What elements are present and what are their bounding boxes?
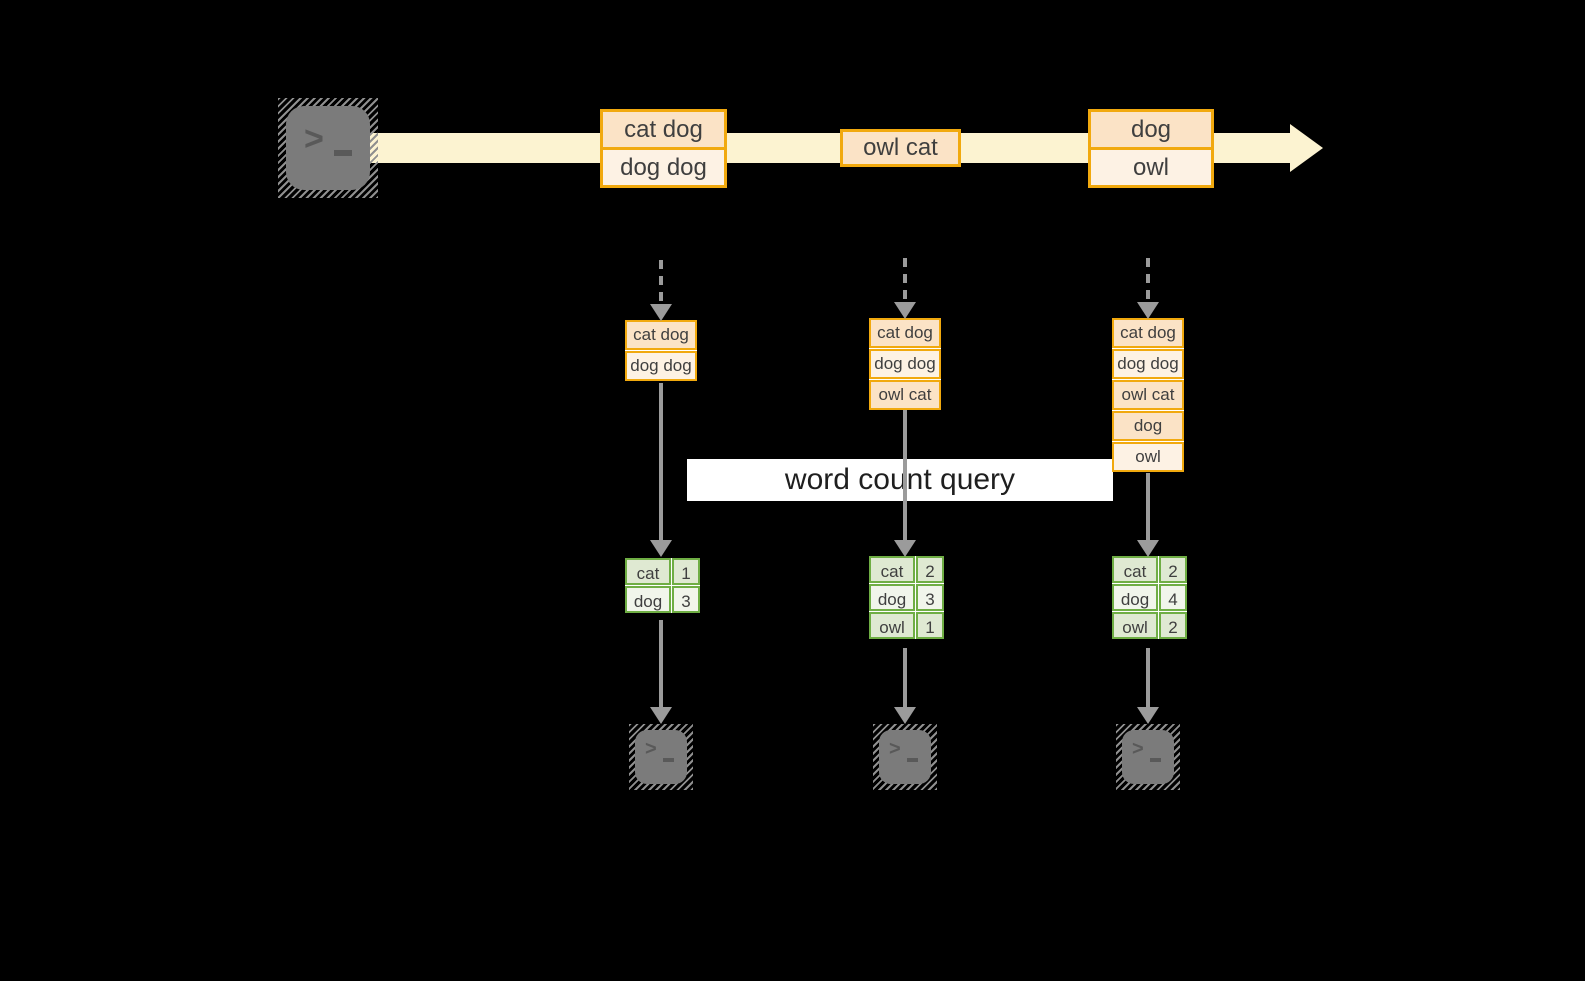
terminal-cursor-icon (1150, 758, 1161, 762)
stack-message: owl cat (869, 380, 941, 410)
stack-message: cat dog (1112, 318, 1184, 348)
word-cell: cat (625, 558, 671, 585)
word-cell: dog (1112, 584, 1158, 611)
output-arrow-col2 (903, 648, 907, 707)
output-arrowhead-col3 (1137, 707, 1159, 724)
word-cell: owl (869, 612, 915, 639)
count-cell: 3 (916, 584, 944, 611)
terminal-cursor-icon (334, 150, 352, 156)
message: dog (1091, 112, 1211, 147)
timeline-batch-2: owl cat (840, 129, 961, 167)
table-row: dog 4 (1112, 584, 1187, 611)
count-table-col2: cat 2 dog 3 owl 1 (869, 556, 944, 639)
terminal-cursor-icon (907, 758, 918, 762)
message-stack-col1: cat dog dog dog (625, 320, 697, 381)
message-stack-col2: cat dog dog dog owl cat (869, 318, 941, 410)
ingest-arrow-col3 (1146, 258, 1150, 302)
stream-timeline-arrowhead-icon (1290, 124, 1323, 172)
message-stack-col3: cat dog dog dog owl cat dog owl (1112, 318, 1184, 472)
count-table-col3: cat 2 dog 4 owl 2 (1112, 556, 1187, 639)
ingest-arrowhead-col3 (1137, 302, 1159, 319)
query-arrow-col1 (659, 383, 663, 540)
word-cell: dog (869, 584, 915, 611)
table-row: dog 3 (869, 584, 944, 611)
table-row: cat 2 (1112, 556, 1187, 583)
stack-message: dog dog (1112, 349, 1184, 379)
output-arrow-col3 (1146, 648, 1150, 707)
stack-message: owl (1112, 442, 1184, 472)
stack-message: dog dog (625, 351, 697, 381)
stack-message: cat dog (869, 318, 941, 348)
terminal-prompt-icon: > (645, 738, 657, 760)
stack-message: dog (1112, 411, 1184, 441)
word-cell: cat (1112, 556, 1158, 583)
terminal-screen: > (286, 106, 370, 190)
word-count-query-banner: word count query (687, 459, 1113, 501)
table-row: dog 3 (625, 586, 700, 613)
terminal-screen: > (635, 730, 687, 784)
terminal-prompt-icon: > (304, 120, 324, 158)
stack-message: cat dog (625, 320, 697, 350)
count-cell: 2 (1159, 556, 1187, 583)
timeline-batch-1: cat dog dog dog (600, 109, 727, 188)
ingest-arrow-col2 (903, 258, 907, 302)
table-row: owl 1 (869, 612, 944, 639)
count-cell: 2 (916, 556, 944, 583)
message: owl cat (843, 132, 958, 164)
count-table-col1: cat 1 dog 3 (625, 558, 700, 613)
output-arrow-col1 (659, 620, 663, 707)
table-row: owl 2 (1112, 612, 1187, 639)
message: cat dog (603, 112, 724, 147)
ingest-arrow-col1 (659, 260, 663, 304)
stack-message: dog dog (869, 349, 941, 379)
count-cell: 2 (1159, 612, 1187, 639)
count-cell: 1 (916, 612, 944, 639)
stack-message: owl cat (1112, 380, 1184, 410)
terminal-prompt-icon: > (889, 738, 901, 760)
terminal-cursor-icon (663, 758, 674, 762)
message: dog dog (603, 150, 724, 185)
source-terminal-icon: > (278, 98, 378, 198)
table-row: cat 2 (869, 556, 944, 583)
word-cell: dog (625, 586, 671, 613)
count-cell: 4 (1159, 584, 1187, 611)
output-arrowhead-col2 (894, 707, 916, 724)
message: owl (1091, 150, 1211, 185)
timeline-batch-3: dog owl (1088, 109, 1214, 188)
query-arrow-col2 (903, 410, 907, 540)
ingest-arrowhead-col1 (650, 304, 672, 321)
sink-terminal-icon-col2: > (873, 724, 937, 790)
table-row: cat 1 (625, 558, 700, 585)
query-arrowhead-col1 (650, 540, 672, 557)
sink-terminal-icon-col3: > (1116, 724, 1180, 790)
terminal-prompt-icon: > (1132, 738, 1144, 760)
terminal-screen: > (1122, 730, 1174, 784)
sink-terminal-icon-col1: > (629, 724, 693, 790)
output-arrowhead-col1 (650, 707, 672, 724)
query-arrowhead-col2 (894, 540, 916, 557)
query-arrow-col3 (1146, 473, 1150, 540)
query-arrowhead-col3 (1137, 540, 1159, 557)
count-cell: 3 (672, 586, 700, 613)
word-cell: cat (869, 556, 915, 583)
count-cell: 1 (672, 558, 700, 585)
terminal-screen: > (879, 730, 931, 784)
ingest-arrowhead-col2 (894, 302, 916, 319)
word-cell: owl (1112, 612, 1158, 639)
